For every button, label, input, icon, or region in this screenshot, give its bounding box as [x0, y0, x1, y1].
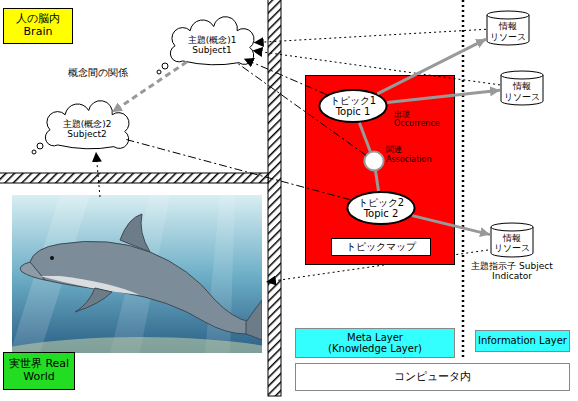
concept-cloud: 主題(概念)2 Subject2 [45, 108, 129, 150]
connector [244, 59, 327, 95]
node-text: トピック2 Topic 2 [352, 197, 410, 220]
node-text: 実世界 Real World [5, 358, 73, 383]
node-text: 人の脳内 Brain [6, 13, 70, 38]
node-text: 関連 Association [386, 145, 448, 165]
connector [236, 62, 366, 155]
thought-bubble [157, 70, 161, 74]
node-text: Information Layer [478, 335, 567, 347]
topic-ellipse: トピック1 Topic 1 [318, 89, 388, 123]
topic-ellipse: トピック2 Topic 2 [346, 191, 416, 225]
connector [412, 216, 490, 235]
real-world-box: 実世界 Real World [3, 352, 75, 390]
hatched-wall [268, 0, 281, 396]
hatched-wall [0, 173, 268, 183]
node-text: トピック1 Topic 1 [324, 95, 382, 118]
resource-cylinder: 情報 リソース [500, 70, 544, 106]
real-world-link [96, 152, 100, 197]
node-text: 情報 リソース [502, 81, 542, 102]
layer-box: Meta Layer (Knowledge Layer) [295, 328, 455, 358]
thought-bubble [162, 63, 168, 69]
thought-bubble [37, 143, 43, 149]
node-text: Meta Layer (Knowledge Layer) [325, 332, 425, 355]
connector [377, 39, 486, 94]
edge-label: 概念間の関係 [68, 67, 138, 79]
node-text: 主題(概念)1 Subject1 [177, 35, 247, 56]
connector [359, 123, 370, 152]
connector [124, 139, 350, 200]
association-circle: 関連 Association [364, 151, 384, 171]
node-text: コンピュータ内 [394, 371, 471, 384]
connector [254, 29, 486, 42]
edge-label: 出現 Occurrence [394, 110, 444, 128]
subject-indicator-resource: 情報 リソース主題指示子 Subject Indicator [472, 222, 552, 284]
connector [253, 51, 501, 85]
node-text: 主題指示子 Subject Indicator [470, 261, 554, 282]
node-text: 情報 リソース [490, 233, 534, 254]
node-text: 主題(概念)2 Subject2 [52, 119, 122, 140]
association-circle-outline [364, 151, 384, 171]
thought-bubble [32, 150, 36, 154]
layer-divider [462, 0, 465, 358]
node-text: 情報 リソース [488, 21, 528, 42]
layer-box: Information Layer [475, 330, 570, 352]
connector [376, 171, 379, 191]
connector [387, 90, 500, 102]
topic-map-box: トピックマップ トピック1 Topic 1 関連 Association トピック2 … [305, 75, 455, 265]
computer-box: コンピュータ内 [295, 363, 570, 391]
dolphin-illustration [12, 195, 262, 353]
node-text: トピックマップ [331, 238, 431, 256]
concept-cloud: 主題(概念)1 Subject1 [170, 24, 254, 66]
resource-cylinder: 情報 リソース [486, 10, 530, 46]
brain-box: 人の脳内 Brain [3, 8, 73, 44]
